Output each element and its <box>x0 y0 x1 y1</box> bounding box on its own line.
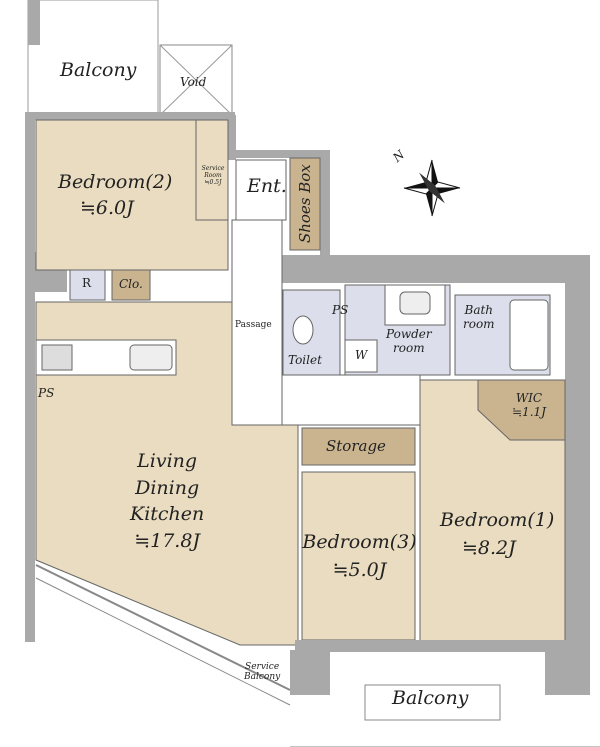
service-room-floor <box>195 119 229 221</box>
bedroom2-size: ≒6.0J <box>80 197 134 219</box>
sink <box>129 344 173 371</box>
storage-label: Storage <box>326 437 386 455</box>
balcony-bottom-label: Balcony <box>392 687 469 709</box>
bedroom3-size: ≒5.0J <box>332 559 387 581</box>
stove <box>41 344 73 371</box>
closet-label: Clo. <box>119 277 143 291</box>
storage-floor <box>301 427 416 466</box>
washer-label: W <box>355 348 368 362</box>
shoes-box-floor <box>289 157 321 251</box>
bedroom1-size: ≒8.2J <box>462 537 516 559</box>
bedroom2-label: Bedroom(2) <box>58 171 173 193</box>
bedroom3-label: Bedroom(3) <box>302 531 417 553</box>
toilet-label: Toilet <box>288 353 322 367</box>
ps-left-label: PS <box>38 386 55 400</box>
wic-floor <box>477 379 566 441</box>
bedroom1-label: Bedroom(1) <box>440 509 555 531</box>
wall <box>25 112 235 120</box>
balcony-top-label: Balcony <box>60 59 137 81</box>
ps-top-label: PS <box>332 303 349 317</box>
wic-label: WIC≒1.1J <box>512 391 546 419</box>
wall-pillar <box>28 0 40 45</box>
compass-icon <box>403 159 461 217</box>
wall <box>25 112 35 642</box>
void-label: Void <box>180 75 207 89</box>
bedroom3-floor <box>301 471 416 641</box>
shoes-box-label: Shoes Box <box>295 164 314 244</box>
balcony-top-area <box>27 0 159 116</box>
entrance-label: Ent. <box>247 175 287 197</box>
passage-label: Passage <box>235 320 272 330</box>
refrigerator-label: R <box>82 276 92 290</box>
